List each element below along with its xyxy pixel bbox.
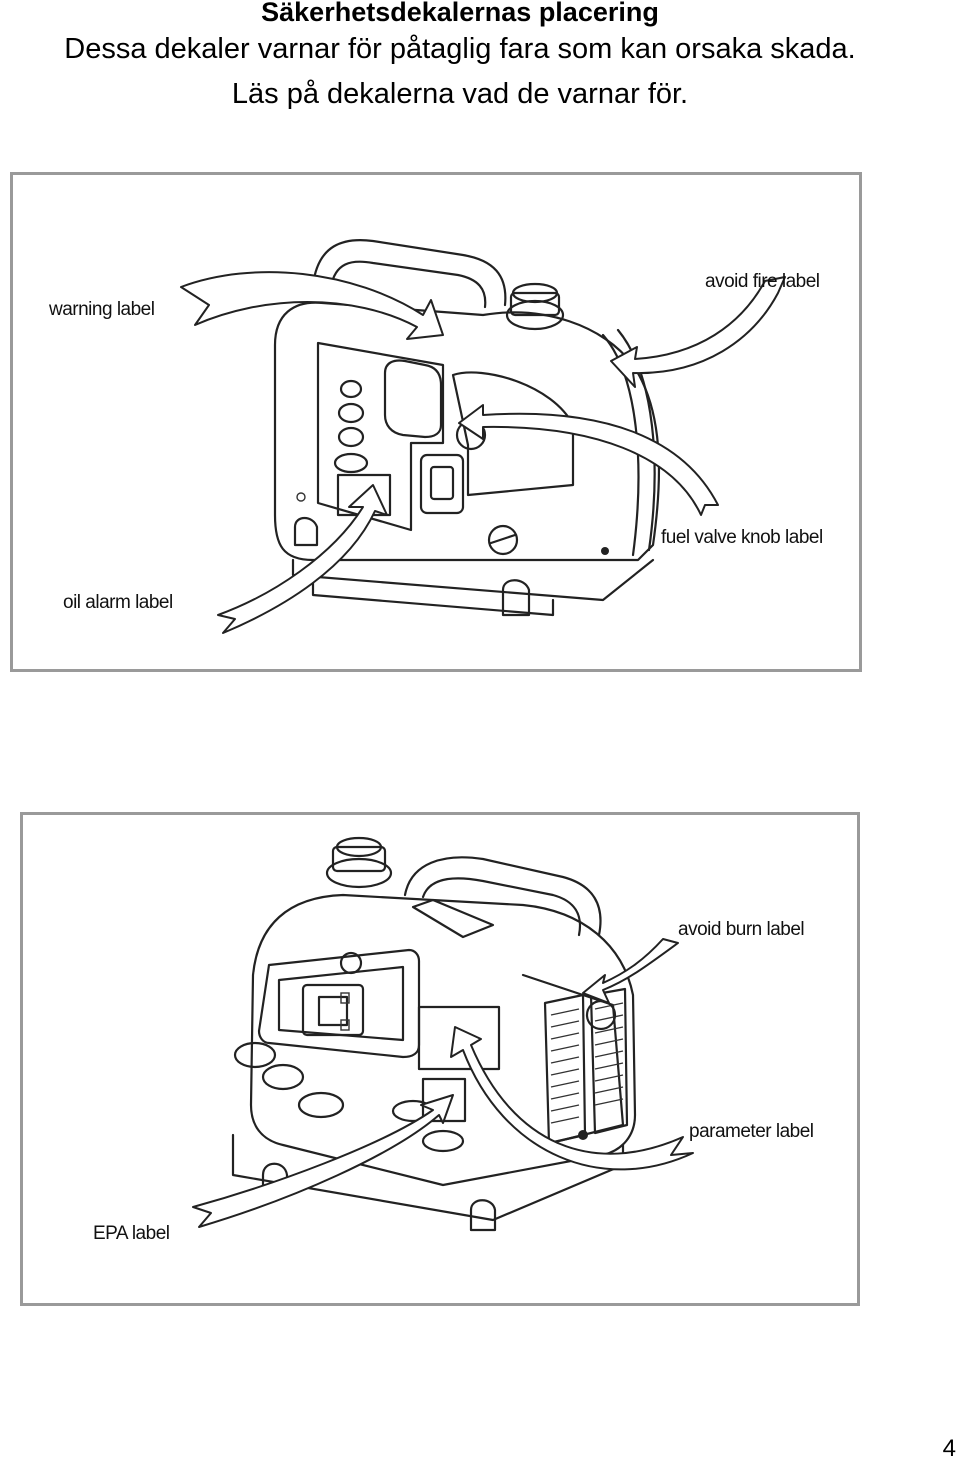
callout-parameter-label: parameter label	[689, 1121, 814, 1142]
generator-figure-front: warning label avoid fire label fuel valv…	[10, 172, 862, 672]
arrow-epa	[192, 1094, 454, 1228]
arrow-avoid-burn	[582, 938, 679, 1004]
generator-figure-rear: avoid burn label parameter label EPA lab…	[20, 812, 860, 1306]
callout-avoid-burn-label: avoid burn label	[678, 919, 805, 940]
page-title: Säkerhetsdekalernas placering	[261, 0, 659, 27]
callout-epa-label: EPA label	[93, 1223, 170, 1244]
arrow-oil-alarm	[217, 484, 388, 634]
callout-oil-alarm-label: oil alarm label	[63, 592, 173, 613]
arrow-fuel-valve	[458, 404, 719, 516]
arrow-parameter	[450, 1026, 694, 1171]
callout-warning-label: warning label	[49, 299, 155, 320]
page-number: 4	[942, 1435, 956, 1462]
intro-line-1: Dessa dekaler varnar för påtaglig fara s…	[64, 33, 856, 65]
generator-drawing-rear	[192, 836, 694, 1232]
arrow-avoid-fire	[610, 276, 786, 388]
callout-fuel-valve-knob-label: fuel valve knob label	[661, 527, 823, 548]
callout-avoid-fire-label: avoid fire label	[705, 271, 820, 292]
generator-drawing-front	[180, 239, 786, 634]
arrow-warning	[180, 271, 444, 340]
intro-line-2: Läs på dekalerna vad de varnar för.	[231, 78, 689, 110]
